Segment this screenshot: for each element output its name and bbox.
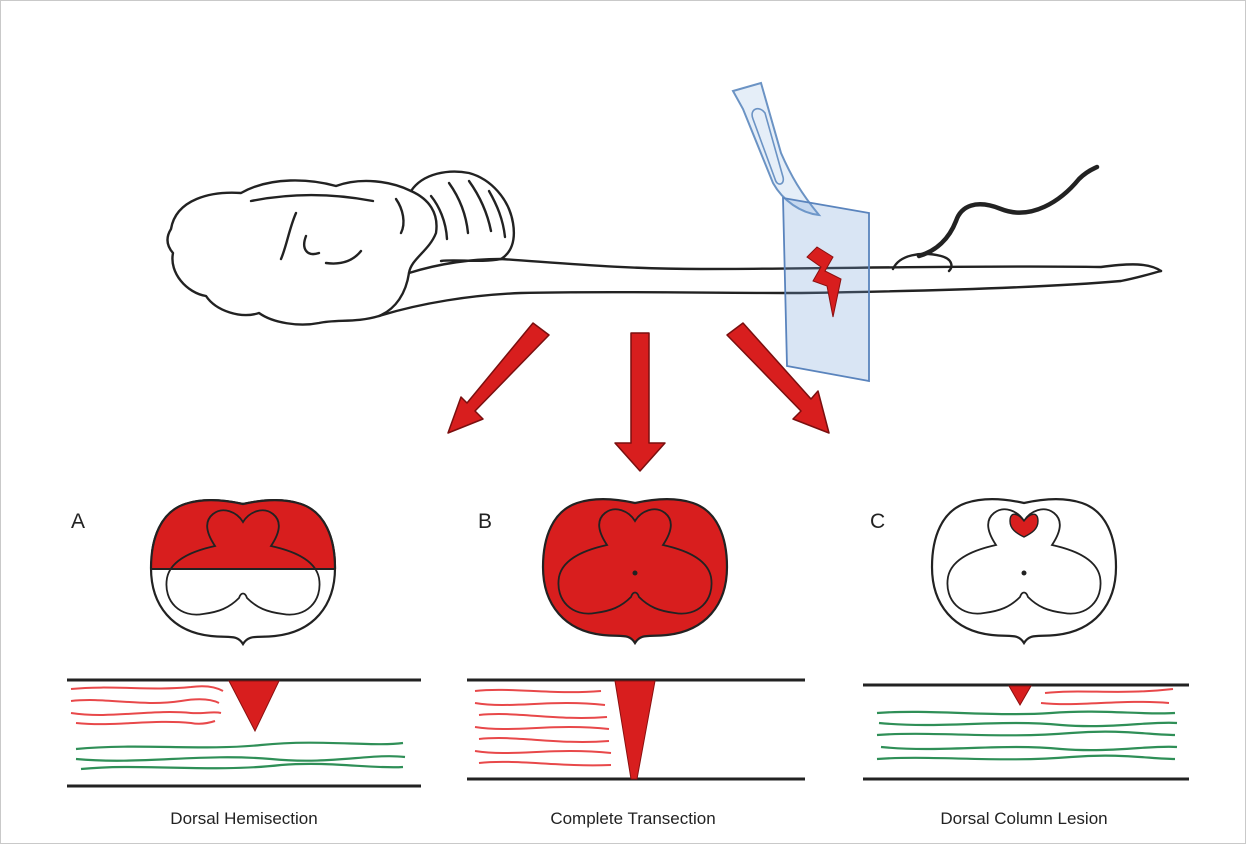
arrow-to-panel-b-icon <box>615 333 665 471</box>
caption-complete-transection: Complete Transection <box>453 809 813 829</box>
tail-wire <box>919 167 1097 256</box>
caption-dorsal-hemisection: Dorsal Hemisection <box>64 809 424 829</box>
arrow-to-panel-a-icon <box>448 323 549 433</box>
caption-dorsal-column-lesion: Dorsal Column Lesion <box>844 809 1204 829</box>
spared-axons <box>76 743 405 769</box>
damaged-axons <box>1041 689 1173 704</box>
cross-section-a <box>151 500 335 644</box>
cross-section-b <box>543 499 727 643</box>
cerebrum-sulcus <box>396 199 403 233</box>
spared-axons <box>877 712 1177 760</box>
lesion-wedge <box>1009 686 1031 705</box>
lesion-wedge <box>615 681 655 779</box>
cerebrum-outline <box>167 180 436 324</box>
rat-cns-illustration <box>167 167 1161 325</box>
panel-label-a: A <box>71 510 85 534</box>
spinal-cord-lower-edge <box>379 271 1161 316</box>
cerebellum-folia <box>469 181 491 231</box>
longitudinal-view-b <box>467 680 805 779</box>
lesion-plane <box>783 198 869 381</box>
cerebellum-folia <box>431 196 447 239</box>
cross-section-c <box>932 499 1116 643</box>
lesion-wedge <box>229 681 279 731</box>
cerebellum-folia <box>449 183 468 233</box>
longitudinal-view-a <box>67 680 421 786</box>
damaged-axons <box>71 686 223 724</box>
cerebrum-sulcus <box>281 213 296 259</box>
cerebrum-sulcus <box>304 236 319 254</box>
cerebrum-sulcus <box>326 251 361 264</box>
panel-label-c: C <box>870 510 885 534</box>
longitudinal-view-c <box>863 685 1189 779</box>
damaged-axons <box>475 690 611 765</box>
arrows <box>448 323 829 471</box>
scalpel-blade <box>733 83 819 215</box>
panel-label-b: B <box>478 510 492 534</box>
cerebrum-sulcus <box>251 195 373 201</box>
